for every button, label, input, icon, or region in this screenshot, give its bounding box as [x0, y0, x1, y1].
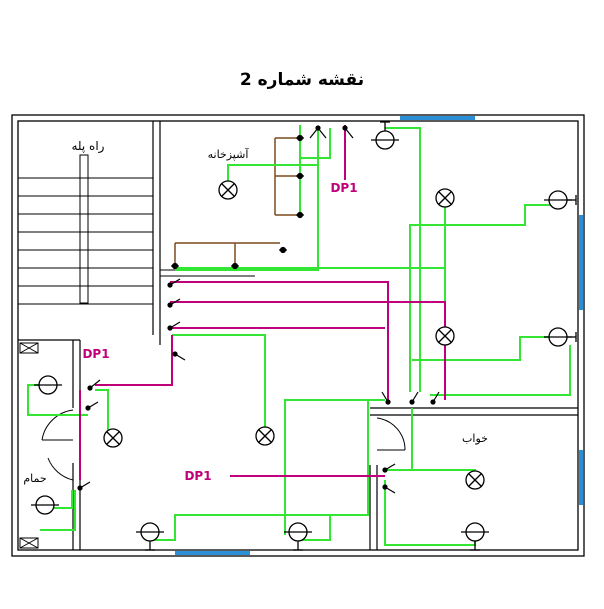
plan-title: نقشه شماره 2: [239, 70, 365, 90]
magenta-wires: [79, 125, 446, 480]
panel-label-center: DP1: [184, 469, 211, 483]
room-label-bedroom: خواب: [462, 432, 488, 445]
panel-label-hall: DP1: [82, 347, 109, 361]
panel-label-kitchen: DP1: [330, 181, 357, 195]
green-wires: [27, 125, 571, 546]
room-label-kitchen: آشپزخانه: [208, 147, 250, 161]
brown-wires: [174, 137, 300, 266]
room-label-bath: حمام: [23, 472, 46, 485]
wall-socket-icon: [31, 121, 577, 551]
room-label-stairs: راه پله: [72, 139, 105, 154]
switch-icon: [77, 125, 440, 494]
windows: [175, 116, 583, 555]
fan-icon: [19, 342, 39, 549]
lamp-icon: [103, 180, 485, 490]
walls: [11, 114, 585, 557]
